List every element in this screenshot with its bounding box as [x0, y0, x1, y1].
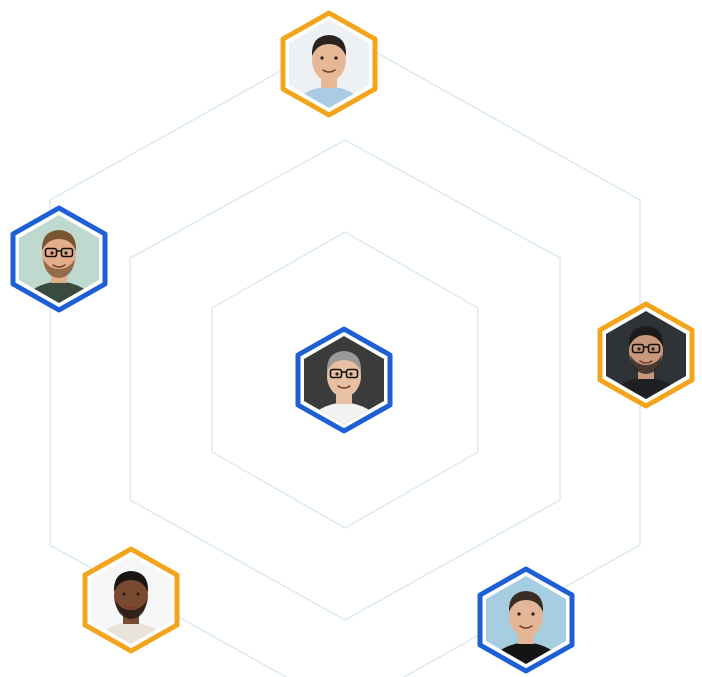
inner-hexagon-ring — [211, 231, 479, 529]
avatar-center — [294, 326, 394, 434]
avatar-top — [279, 10, 379, 118]
outer-hexagon-ring — [49, 34, 641, 677]
avatar-right — [596, 301, 696, 409]
avatar-left — [9, 205, 109, 313]
avatar-bottom-right — [476, 566, 576, 674]
avatar-bottom-left — [81, 546, 181, 654]
middle-hexagon-ring — [129, 139, 561, 621]
